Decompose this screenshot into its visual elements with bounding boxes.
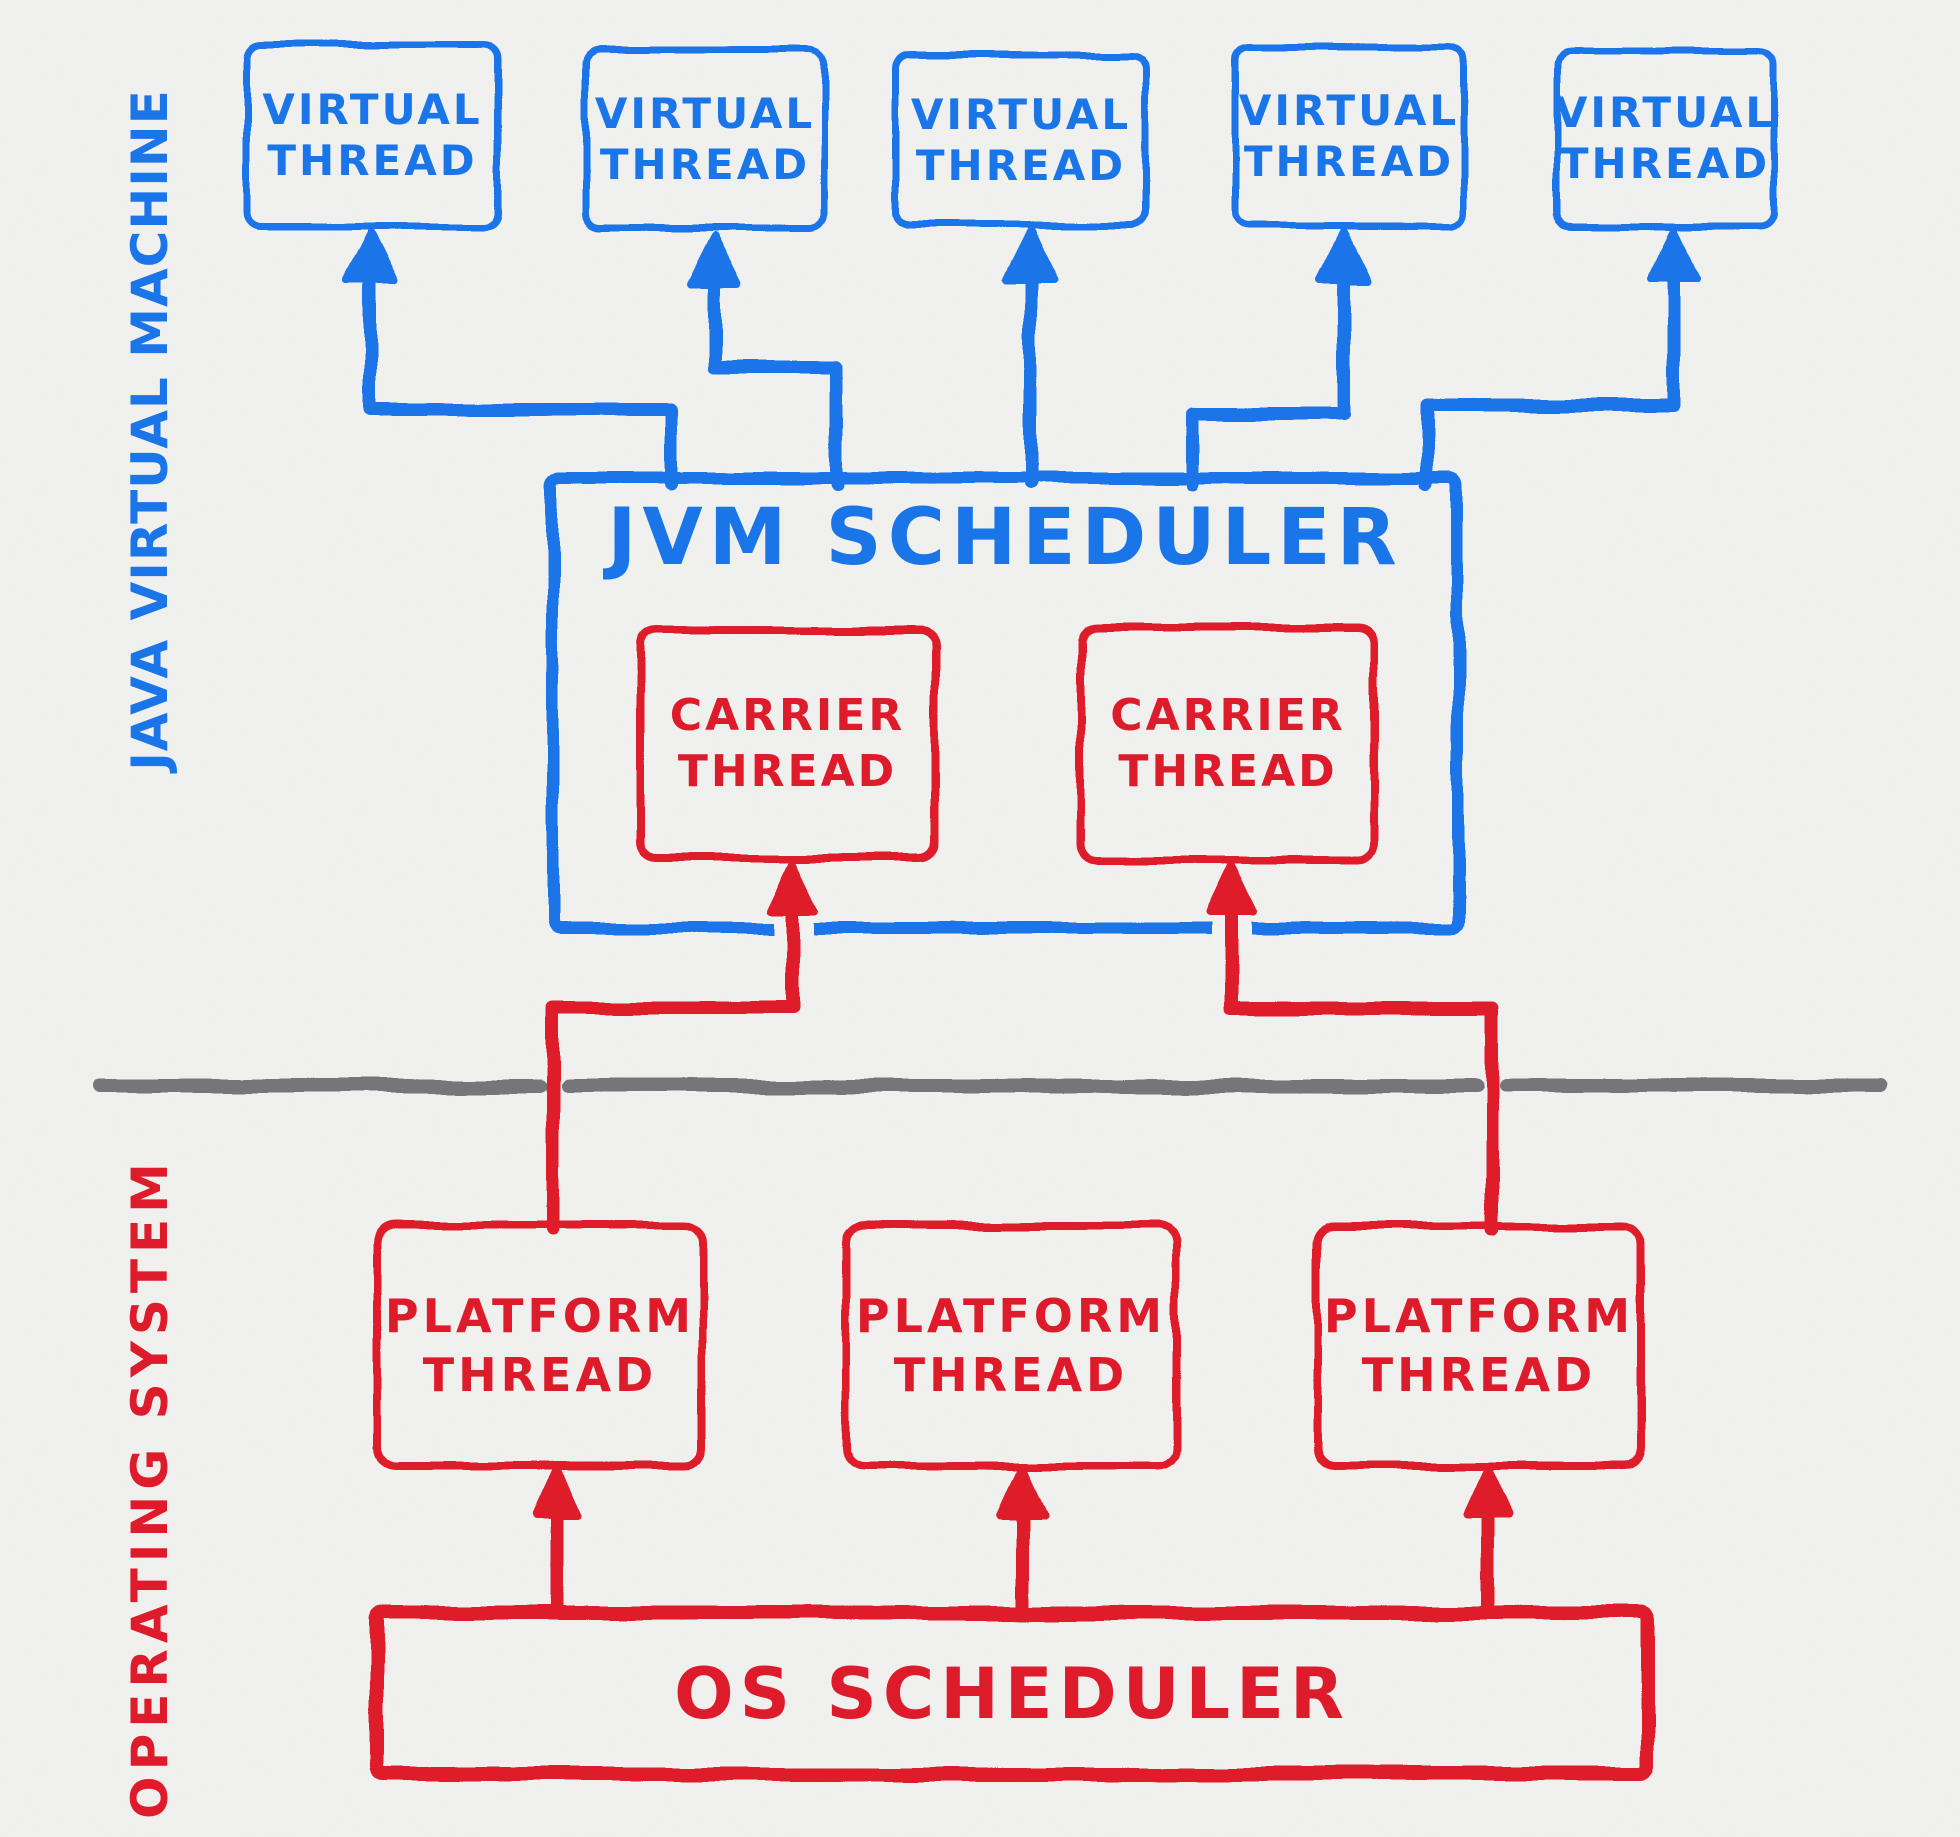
virtual-thread-box-2	[582, 46, 828, 232]
carrier-thread-box-2	[1077, 624, 1379, 864]
arrowhead-virtual-thread-1	[343, 228, 399, 284]
platform-thread-box-2	[842, 1222, 1180, 1470]
arrow-jvm-to-virtual-thread-1	[364, 265, 678, 491]
arrowhead-virtual-thread-2	[686, 232, 742, 288]
arrowhead-platform-3	[1463, 1465, 1513, 1519]
os-scheduler-box	[369, 1606, 1655, 1781]
arrow-jvm-to-virtual-thread-5	[1420, 265, 1681, 491]
arrowhead-virtual-thread-3	[1002, 227, 1058, 283]
arrow-jvm-to-virtual-thread-2	[707, 269, 843, 491]
arrow-jvm-to-virtual-thread-4	[1187, 265, 1351, 491]
arrowhead-carrier-2	[1206, 862, 1258, 916]
arrowhead-carrier-1	[767, 860, 819, 914]
arrowhead-platform-2	[997, 1465, 1047, 1519]
virtual-thread-box-5	[1553, 46, 1777, 230]
arrowhead-platform-1	[532, 1465, 582, 1519]
virtual-thread-box-4	[1231, 42, 1467, 230]
arrow-platform-3-to-carrier-2	[1225, 897, 1499, 1237]
platform-thread-box-3	[1313, 1222, 1645, 1470]
virtual-thread-box-1	[243, 40, 502, 230]
jvm-scheduler-box	[546, 472, 1464, 934]
arrowhead-virtual-thread-4	[1316, 228, 1372, 284]
virtual-thread-box-3	[892, 51, 1150, 229]
platform-thread-box-1	[373, 1222, 707, 1470]
carrier-thread-box-1	[636, 626, 939, 862]
arrowhead-virtual-thread-5	[1646, 228, 1702, 284]
arrow-platform-1-to-carrier-1	[546, 895, 800, 1237]
